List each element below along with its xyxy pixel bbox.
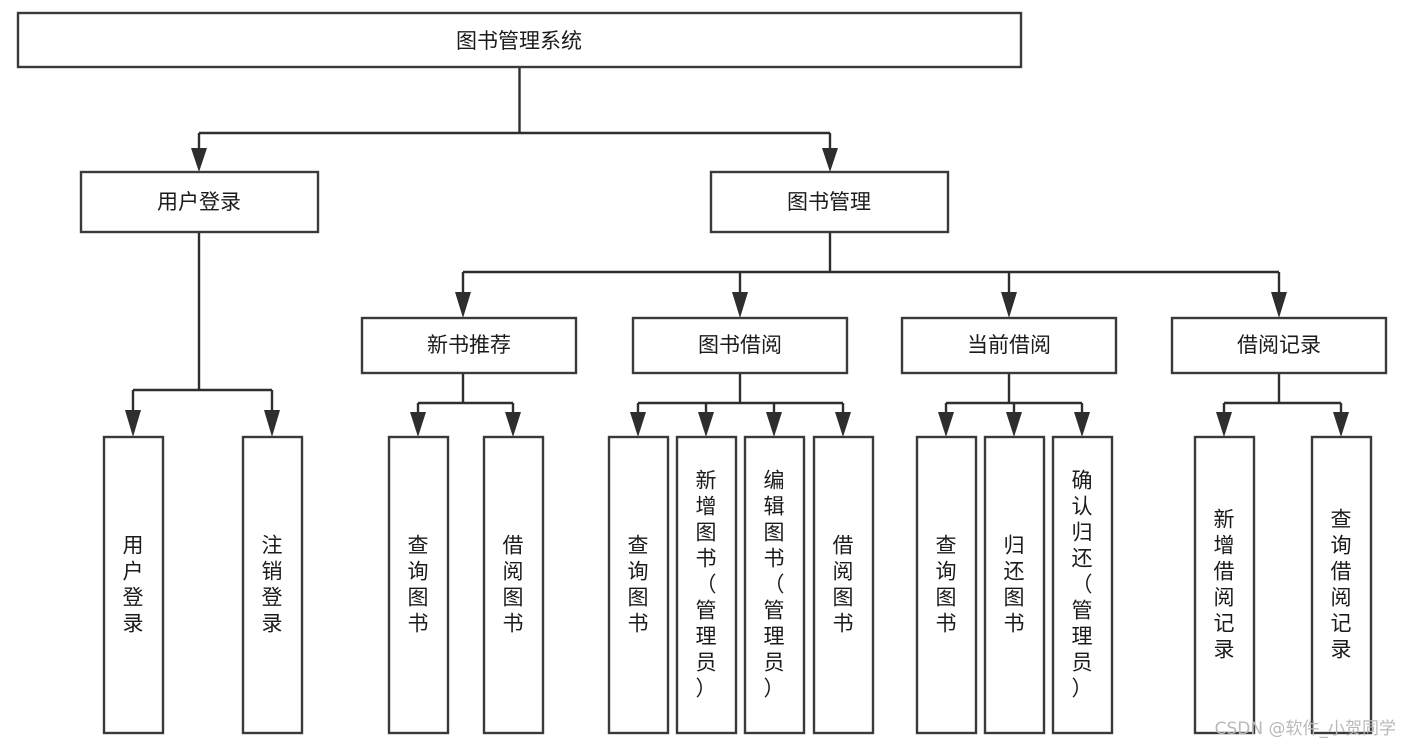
leaf-cb-return-book-label: 归还图书 xyxy=(1004,534,1025,636)
leaf-bb-edit-book[interactable]: 编辑图书（管理员） xyxy=(743,435,806,735)
node-book-management-label: 图书管理 xyxy=(787,190,871,214)
leaf-nb-borrow-book-label: 借阅图书 xyxy=(503,534,524,636)
leaf-bb-borrow-book[interactable]: 借阅图书 xyxy=(812,435,875,735)
node-book-borrow-label: 图书借阅 xyxy=(698,333,782,357)
leaf-br-add-record[interactable]: 新增借阅记录 xyxy=(1193,435,1256,735)
arrow-to-bb-leaf-4 xyxy=(835,412,851,437)
leaf-user-login[interactable]: 用户登录 xyxy=(102,435,165,735)
arrow-to-borrow-record xyxy=(1271,292,1287,318)
leaf-bb-borrow-book-box[interactable] xyxy=(812,435,875,735)
leaf-bb-borrow-book-label: 借阅图书 xyxy=(833,534,854,636)
arrow-to-book-borrow xyxy=(732,292,748,318)
leaf-br-query-record-label: 查询借阅记录 xyxy=(1331,508,1352,662)
leaf-br-add-record-box[interactable] xyxy=(1193,435,1256,735)
leaf-br-query-record[interactable]: 查询借阅记录 xyxy=(1310,435,1373,735)
node-borrow-record-box[interactable] xyxy=(1170,316,1388,375)
leaf-bb-add-book-box[interactable] xyxy=(675,435,738,735)
leaf-cb-confirm-return-box[interactable] xyxy=(1051,435,1114,735)
leaf-cb-confirm-return-label: 确认归还（管理员） xyxy=(1072,469,1093,701)
leaf-cb-confirm-return[interactable]: 确认归还（管理员） xyxy=(1051,435,1114,735)
leaf-cb-return-book-box[interactable] xyxy=(983,435,1046,735)
leaf-bb-edit-book-label: 编辑图书（管理员） xyxy=(764,469,785,701)
arrow-to-cb-leaf-3 xyxy=(1074,412,1090,437)
arrow-to-leaf-logout xyxy=(264,410,280,437)
node-new-book-recommend-label: 新书推荐 xyxy=(427,333,511,357)
node-root-label: 图书管理系统 xyxy=(456,29,582,53)
node-book-management[interactable]: 图书管理 xyxy=(709,170,950,234)
leaf-cb-return-book[interactable]: 归还图书 xyxy=(983,435,1046,735)
leaf-user-login-box[interactable] xyxy=(102,435,165,735)
node-user-login-box[interactable] xyxy=(79,170,320,234)
arrow-to-bb-leaf-1 xyxy=(630,412,646,437)
leaf-bb-query-book-label: 查询图书 xyxy=(628,534,649,636)
arrow-to-cb-leaf-1 xyxy=(938,412,954,437)
node-user-login[interactable]: 用户登录 xyxy=(79,170,320,234)
arrow-to-bb-leaf-3 xyxy=(766,412,782,437)
node-root-box[interactable] xyxy=(16,11,1023,69)
node-borrow-record[interactable]: 借阅记录 xyxy=(1170,316,1388,375)
arrow-to-cb-leaf-2 xyxy=(1006,412,1022,437)
arrow-to-nb-leaf-1 xyxy=(410,412,426,437)
leaf-br-add-record-label: 新增借阅记录 xyxy=(1214,508,1235,662)
node-book-borrow-box[interactable] xyxy=(631,316,849,375)
node-current-borrow-box[interactable] xyxy=(900,316,1118,375)
arrow-to-new-book xyxy=(455,292,471,318)
arrow-to-book-mgmt xyxy=(822,148,838,172)
arrow-to-bb-leaf-2 xyxy=(698,412,714,437)
node-borrow-record-label: 借阅记录 xyxy=(1237,333,1321,357)
node-book-management-box[interactable] xyxy=(709,170,950,234)
leaf-cb-query-book-box[interactable] xyxy=(915,435,978,735)
node-root-system[interactable]: 图书管理系统 xyxy=(16,11,1023,69)
leaf-bb-add-book-label: 新增图书（管理员） xyxy=(696,469,717,701)
arrow-to-current-borrow xyxy=(1001,292,1017,318)
node-user-login-label: 用户登录 xyxy=(157,190,241,214)
leaf-bb-edit-book-box[interactable] xyxy=(743,435,806,735)
connector-layer xyxy=(125,67,1349,437)
node-book-borrow[interactable]: 图书借阅 xyxy=(631,316,849,375)
leaf-nb-query-book-box[interactable] xyxy=(387,435,450,735)
leaf-logout-label: 注销登录 xyxy=(262,534,283,636)
leaf-nb-borrow-book-box[interactable] xyxy=(482,435,545,735)
leaf-cb-query-book[interactable]: 查询图书 xyxy=(915,435,978,735)
csdn-watermark: CSDN @软件_小贺同学 xyxy=(1215,719,1396,739)
leaf-nb-query-book[interactable]: 查询图书 xyxy=(387,435,450,735)
arrow-to-br-leaf-2 xyxy=(1333,412,1349,437)
node-new-book-recommend-box[interactable] xyxy=(360,316,578,375)
leaf-bb-query-book[interactable]: 查询图书 xyxy=(607,435,670,735)
arrow-to-leaf-user-login xyxy=(125,410,141,437)
node-new-book-recommend[interactable]: 新书推荐 xyxy=(360,316,578,375)
leaf-bb-query-book-box[interactable] xyxy=(607,435,670,735)
leaf-br-query-record-box[interactable] xyxy=(1310,435,1373,735)
node-current-borrow[interactable]: 当前借阅 xyxy=(900,316,1118,375)
node-current-borrow-label: 当前借阅 xyxy=(967,333,1051,357)
arrow-to-nb-leaf-2 xyxy=(505,412,521,437)
arrow-to-user-login xyxy=(191,148,207,172)
leaf-nb-query-book-label: 查询图书 xyxy=(408,534,429,636)
leaf-bb-add-book[interactable]: 新增图书（管理员） xyxy=(675,435,738,735)
leaf-cb-query-book-label: 查询图书 xyxy=(936,534,957,636)
leaf-user-login-label: 用户登录 xyxy=(123,534,144,636)
leaf-nb-borrow-book[interactable]: 借阅图书 xyxy=(482,435,545,735)
leaf-logout-box[interactable] xyxy=(241,435,304,735)
arrow-to-br-leaf-1 xyxy=(1216,412,1232,437)
leaf-logout[interactable]: 注销登录 xyxy=(241,435,304,735)
